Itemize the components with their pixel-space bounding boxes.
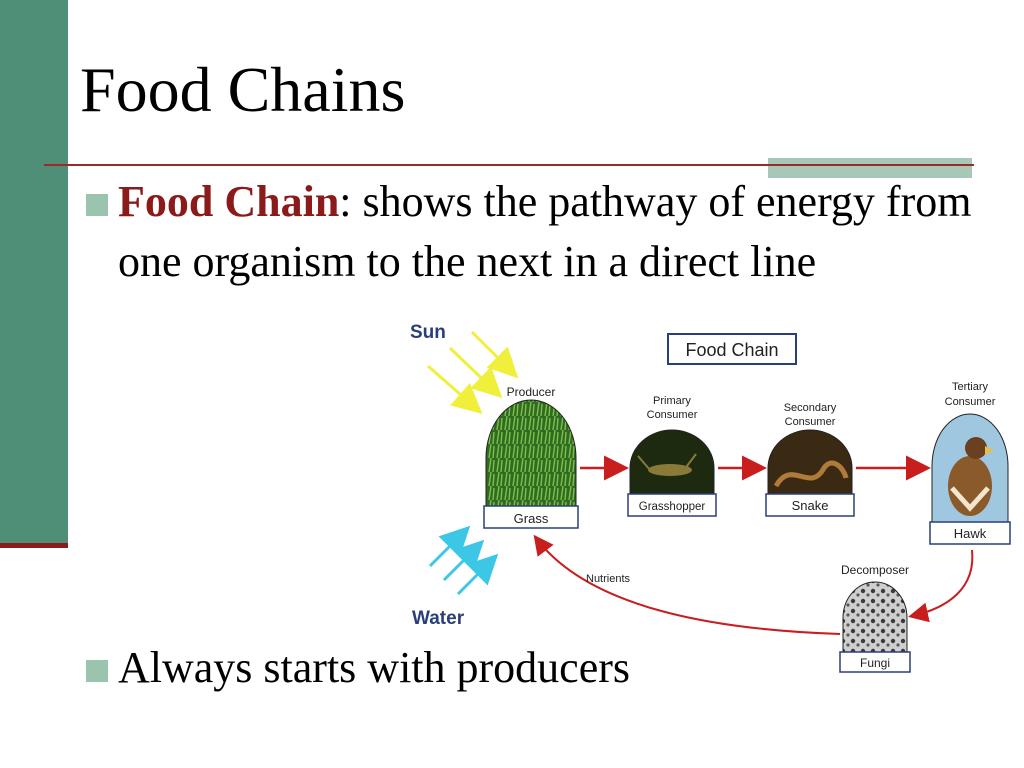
primary-role-label-1: Primary — [653, 395, 691, 407]
grasshopper-label: Grasshopper — [639, 501, 706, 513]
arrow-hawk-to-fungi-icon — [908, 549, 974, 623]
bullet-producers: Always starts with producers — [86, 638, 786, 698]
hawk-icon — [948, 437, 994, 516]
slide-title: Food Chains — [80, 54, 406, 125]
grass-image — [485, 399, 577, 509]
arrow-nutrients-to-grass-icon — [533, 534, 841, 635]
secondary-role-label-2: Consumer — [785, 416, 836, 428]
tertiary-role-label-1: Tertiary — [952, 381, 989, 393]
snake-image — [767, 429, 853, 497]
grasshopper-name-box — [627, 493, 717, 517]
water-label: Water — [412, 608, 465, 629]
hawk-label: Hawk — [954, 526, 987, 541]
fungi-label: Fungi — [860, 656, 890, 670]
primary-role-label-2: Consumer — [647, 409, 698, 421]
snake-label: Snake — [792, 498, 829, 513]
food-chain-diagram: Sun Food Chain Producer Grass Primary Co… — [400, 318, 1020, 688]
bullet-square-icon — [86, 660, 108, 682]
secondary-role-label-1: Secondary — [784, 402, 837, 414]
bullet-text: Food Chain: shows the pathway of energy … — [86, 172, 1006, 292]
snake-icon — [773, 460, 849, 488]
snake-name-box — [765, 493, 855, 517]
sun-arrows-icon — [427, 330, 519, 414]
food-chain-diagram-svg: Sun Food Chain Producer Grass Primary Co… — [410, 322, 1011, 673]
fungi-name-box — [839, 651, 911, 673]
grasshopper-image — [629, 429, 715, 497]
bullet-food-chain-definition: Food Chain: shows the pathway of energy … — [86, 172, 1006, 292]
producer-role-label: Producer — [507, 385, 556, 399]
bullet-text: Always starts with producers — [118, 643, 631, 692]
diagram-title-box — [667, 333, 797, 365]
grass-name-box — [483, 505, 579, 529]
bullet-square-icon — [86, 194, 108, 216]
sun-label: Sun — [410, 322, 446, 343]
title-accent-bar — [768, 158, 972, 178]
hawk-name-box — [929, 521, 1011, 545]
term-food-chain: Food Chain — [118, 177, 340, 226]
left-decor-rule — [0, 543, 68, 548]
fungi-image — [842, 581, 908, 655]
title-rule — [44, 164, 974, 166]
water-arrows-icon — [428, 525, 499, 596]
diagram-title: Food Chain — [685, 340, 778, 360]
decomposer-role-label: Decomposer — [841, 563, 909, 577]
definition-text: : shows the pathway of energy from one o… — [118, 177, 972, 286]
nutrients-label: Nutrients — [586, 573, 631, 585]
grass-label: Grass — [514, 511, 549, 526]
left-decor-band — [0, 0, 68, 545]
grasshopper-icon — [637, 453, 697, 476]
tertiary-role-label-2: Consumer — [945, 396, 996, 408]
